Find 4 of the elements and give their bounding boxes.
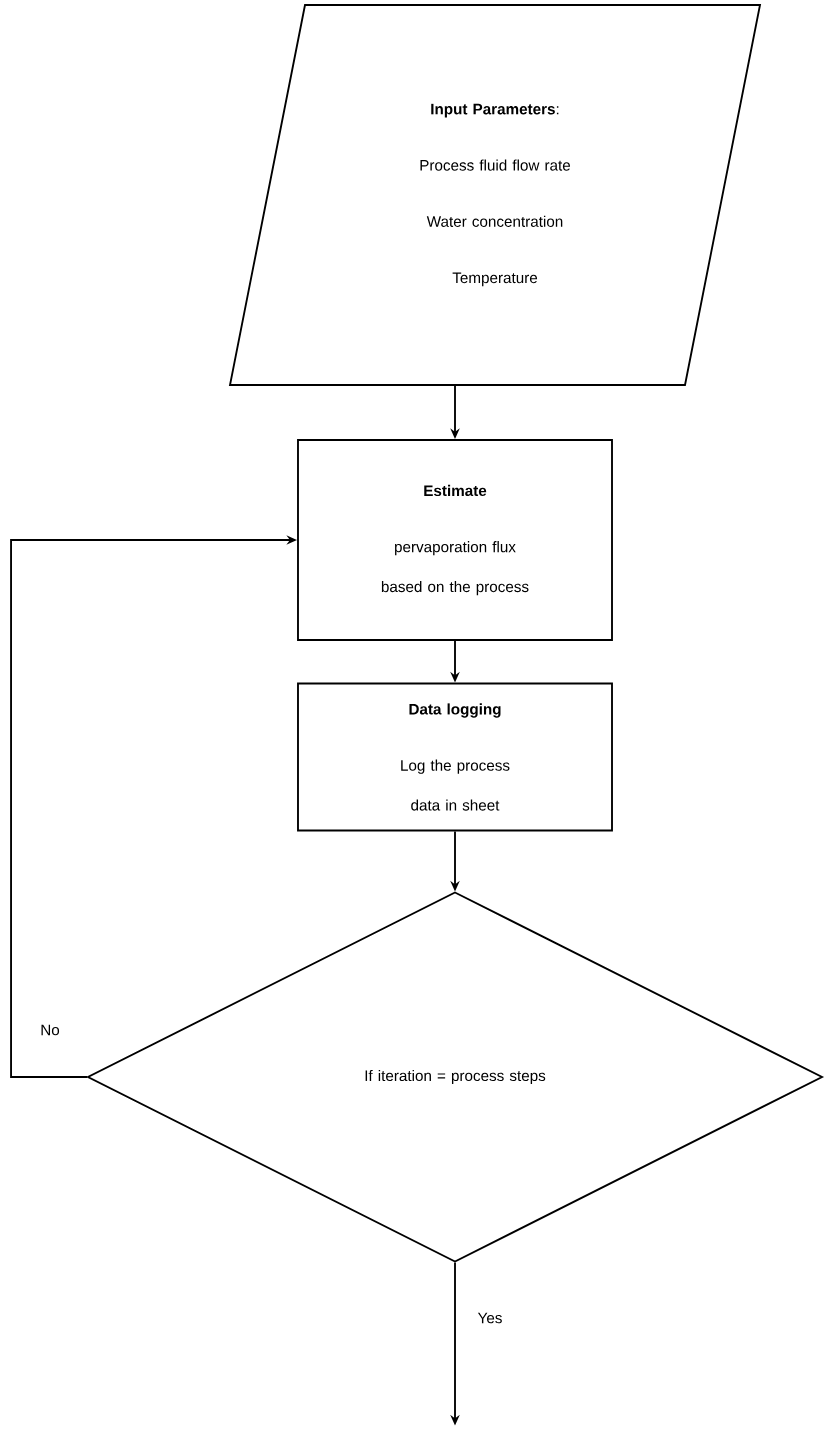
process-box: Data logging Log the process data in sheet bbox=[297, 682, 613, 832]
process-box: Estimate pervaporation flux based on the process bbox=[297, 439, 613, 641]
edge-label: Yes bbox=[476, 1311, 504, 1325]
edge-label: No bbox=[39, 1023, 61, 1037]
